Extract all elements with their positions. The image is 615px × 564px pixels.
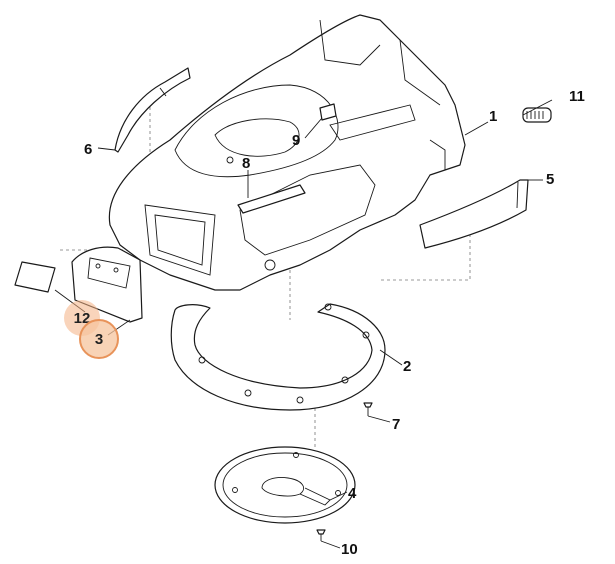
label-plate-part[interactable] — [14, 261, 56, 293]
side-trim-part[interactable] — [114, 67, 191, 153]
callout-4-label[interactable]: 4 — [348, 485, 357, 502]
screw-small-part[interactable] — [316, 529, 326, 541]
housing-part[interactable] — [108, 14, 466, 291]
callout-1-label[interactable]: 1 — [489, 108, 498, 125]
strip-part[interactable] — [237, 184, 306, 214]
callout-6-label[interactable]: 6 — [84, 141, 93, 158]
callout-11-label[interactable]: 11 — [569, 88, 585, 105]
callout-8-label[interactable]: 8 — [242, 155, 251, 172]
screw-part[interactable] — [363, 402, 373, 416]
callout-10-label[interactable]: 10 — [341, 541, 358, 558]
clip-part[interactable] — [319, 103, 337, 121]
callout-9-label[interactable]: 9 — [292, 132, 301, 149]
highlight-3-marker[interactable]: 3 — [79, 319, 119, 359]
disc-part[interactable] — [214, 446, 356, 524]
rear-flap-part[interactable] — [419, 179, 529, 249]
callout-5-label[interactable]: 5 — [546, 171, 555, 188]
plug-part[interactable] — [522, 107, 552, 123]
callout-3-label: 3 — [94, 330, 104, 348]
callout-2-label[interactable]: 2 — [403, 358, 412, 375]
callout-7-label[interactable]: 7 — [392, 416, 401, 433]
deck-plate-part[interactable] — [170, 303, 386, 411]
